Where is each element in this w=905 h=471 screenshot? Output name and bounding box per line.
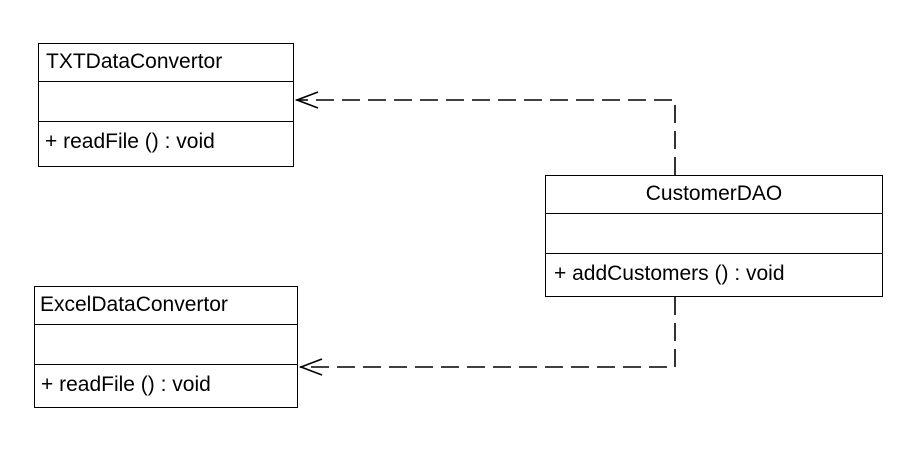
class-name: TXTDataConvertor bbox=[39, 44, 293, 82]
class-attributes bbox=[39, 82, 293, 122]
class-operation: + readFile () : void bbox=[41, 373, 211, 396]
class-name: ExcelDataConvertor bbox=[35, 287, 297, 325]
class-customer-dao[interactable]: CustomerDAO + addCustomers () : void bbox=[545, 175, 883, 297]
class-excel-data-convertor[interactable]: ExcelDataConvertor + readFile () : void bbox=[34, 286, 298, 408]
class-name: CustomerDAO bbox=[546, 176, 882, 214]
class-txt-data-convertor[interactable]: TXTDataConvertor + readFile () : void bbox=[38, 43, 294, 167]
class-operation: + addCustomers () : void bbox=[554, 262, 785, 285]
dependency-arrow-excel bbox=[298, 297, 676, 376]
class-operation: + readFile () : void bbox=[45, 130, 215, 153]
dependency-arrow-txt bbox=[294, 91, 676, 175]
class-attributes bbox=[35, 325, 297, 365]
class-attributes bbox=[546, 214, 882, 254]
